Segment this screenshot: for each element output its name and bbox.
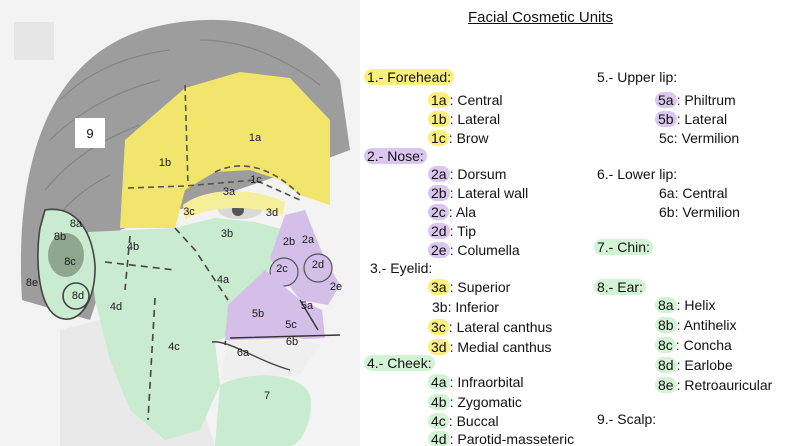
region-label-2e: 2e [330, 281, 342, 293]
upper-lip-item-lateral: 5b: Lateral [655, 110, 727, 128]
nose-item-dorsum: 2a: Dorsum [428, 165, 506, 183]
figure-title: Facial Cosmetic Units [468, 9, 613, 26]
lower-lip-heading: 6.- Lower lip: [597, 165, 677, 183]
region-label-8a: 8a [70, 218, 83, 230]
forehead-item-lateral: 1b: Lateral [428, 110, 500, 128]
region-label-1a: 1a [249, 132, 262, 144]
region-label-4b: 4b [127, 241, 139, 253]
upper-lip-heading: 5.- Upper lip: [597, 68, 677, 86]
region-label-6b: 6b [286, 336, 298, 348]
region-label-5b: 5b [252, 308, 264, 320]
nose-item-lateral-wall: 2b: Lateral wall [428, 184, 528, 202]
region-label-2c: 2c [276, 263, 288, 275]
ear-item-concha: 8c: Concha [655, 336, 732, 354]
eyelid-item-lateral-canthus: 3c: Lateral canthus [428, 318, 552, 336]
lower-lip-item-vermilion: 6b: Vermilion [659, 203, 740, 221]
nose-item-ala: 2c: Ala [428, 203, 476, 221]
ear-item-helix: 8a: Helix [655, 296, 715, 314]
region-label-1c: 1c [250, 174, 262, 186]
scalp-number-box: 9 [75, 118, 105, 148]
nose-item-tip: 2d: Tip [428, 222, 476, 240]
eyelid-item-medial-canthus: 3d: Medial canthus [428, 338, 552, 356]
cheek-item-infraorbital: 4a: Infraorbital [428, 373, 524, 391]
region-label-5a: 5a [301, 300, 314, 312]
lower-lip-item-central: 6a: Central [659, 184, 728, 202]
ear-item-antihelix: 8b: Antihelix [655, 316, 737, 334]
cheek-item-zygomatic: 4b: Zygomatic [428, 393, 522, 411]
region-label-4c: 4c [168, 341, 180, 353]
region-label-4a: 4a [217, 274, 230, 286]
chin-region [215, 375, 311, 446]
region-label-5c: 5c [285, 319, 297, 331]
region-label-8e: 8e [26, 277, 38, 289]
face-illustration: 1a 1b 1c 3a 3c 3d 3b 2a 2b 2c 2d 2e 4a 4b 4c 4d 5a 5b 5c 6a… [0, 0, 360, 446]
upper-lip-item-vermilion: 5c: Vermilion [659, 129, 739, 147]
upper-lip-item-philtrum: 5a: Philtrum [655, 91, 736, 109]
cheek-item-buccal: 4c: Buccal [428, 412, 499, 430]
region-label-2a: 2a [302, 234, 315, 246]
region-label-2d: 2d [312, 259, 324, 271]
region-label-8d: 8d [72, 290, 84, 302]
region-label-4d: 4d [110, 301, 122, 313]
eyelid-heading: 3.- Eyelid: [370, 259, 432, 277]
forehead-item-brow: 1c: Brow [428, 129, 488, 147]
eyelid-item-inferior: 3b: Inferior [432, 298, 499, 316]
ear-heading: 8.- Ear: [594, 278, 646, 296]
corner-patch [14, 22, 54, 60]
scalp-heading: 9.- Scalp: [597, 410, 656, 428]
ear-item-retroauricular: 8e: Retroauricular [655, 376, 772, 394]
cheek-heading: 4.- Cheek: [364, 354, 435, 372]
ear-item-earlobe: 8d: Earlobe [655, 356, 733, 374]
region-label-2b: 2b [283, 236, 295, 248]
chin-heading: 7.- Chin: [594, 238, 653, 256]
forehead-heading: 1.- Forehead: [364, 68, 454, 86]
eyelid-item-superior: 3a: Superior [428, 278, 510, 296]
region-label-7: 7 [264, 390, 270, 402]
nose-heading: 2.- Nose: [364, 147, 427, 165]
region-label-8c: 8c [64, 256, 76, 268]
cheek-item-parotid-masseteric: 4d: Parotid-masseteric [428, 430, 574, 446]
region-label-8b: 8b [54, 231, 66, 243]
region-label-6a: 6a [237, 347, 250, 359]
region-label-3d: 3d [266, 207, 278, 219]
region-label-3c: 3c [183, 206, 195, 218]
region-label-1b: 1b [159, 157, 171, 169]
forehead-item-central: 1a: Central [428, 91, 503, 109]
region-label-3a: 3a [223, 186, 236, 198]
nose-item-columella: 2e: Columella [428, 241, 520, 259]
region-label-3b: 3b [221, 228, 233, 240]
